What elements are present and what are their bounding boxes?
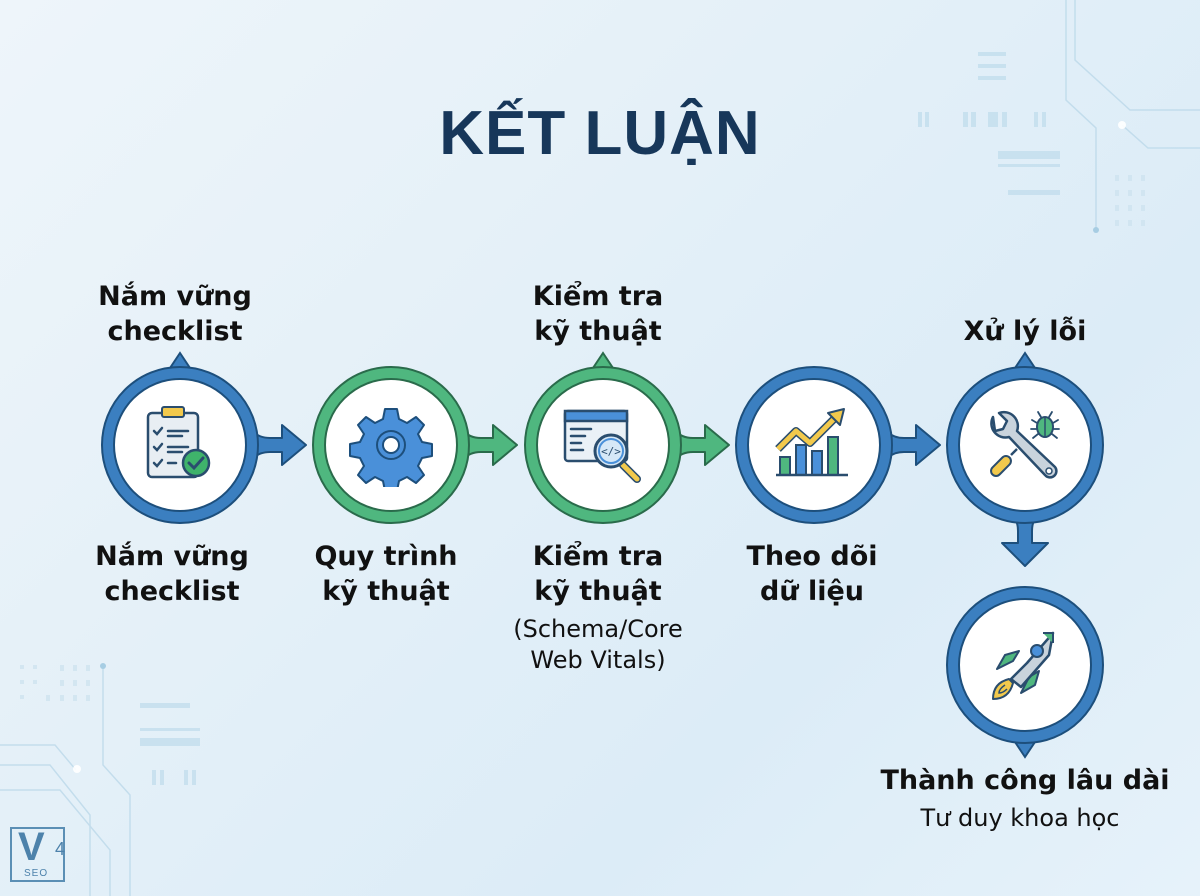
step-tech-check: </> xyxy=(523,351,683,525)
step-fix-top-label: Xử lý lỗi xyxy=(963,316,1087,347)
brand-logo: V 4 SEO xyxy=(10,825,65,882)
step-tech-check-bottom-label: Kiểm tra kỹ thuật xyxy=(532,541,664,607)
clipboard-check-icon xyxy=(146,406,211,479)
step-data-bottom-label: Theo dõi dữ liệu xyxy=(746,541,878,607)
step-checklist xyxy=(100,351,260,525)
ring-blue xyxy=(735,366,893,524)
step-checklist-top-label: Nắm vững checklist xyxy=(98,281,252,347)
arrow-right-icon xyxy=(462,424,518,466)
arrow-right-icon xyxy=(251,424,307,466)
growth-chart-icon xyxy=(775,408,848,477)
step-success-subtext: Tư duy khoa học xyxy=(920,804,1120,832)
step-success-bottom-label: Thành công lâu dài xyxy=(880,765,1170,796)
svg-text:</>: </> xyxy=(601,445,621,458)
gear-icon xyxy=(349,408,433,487)
step-process-bottom-label: Quy trình kỹ thuật xyxy=(314,541,458,607)
step-checklist-bottom-label: Nắm vững checklist xyxy=(95,541,249,607)
arrow-right-icon xyxy=(674,424,730,466)
arrow-right-icon xyxy=(885,424,941,466)
code-search-icon: </> xyxy=(563,409,641,483)
step-tech-check-subtext: (Schema/Core Web Vitals) xyxy=(513,615,683,674)
step-tech-check-top-label: Kiểm tra kỹ thuật xyxy=(532,281,664,347)
step-process xyxy=(311,365,471,525)
step-success xyxy=(945,585,1105,759)
wrench-bug-icon xyxy=(990,410,1060,479)
step-fix xyxy=(945,351,1105,525)
step-data xyxy=(734,365,894,525)
rocket-icon xyxy=(992,631,1055,700)
page-title: KẾT LUẬN xyxy=(439,99,761,168)
